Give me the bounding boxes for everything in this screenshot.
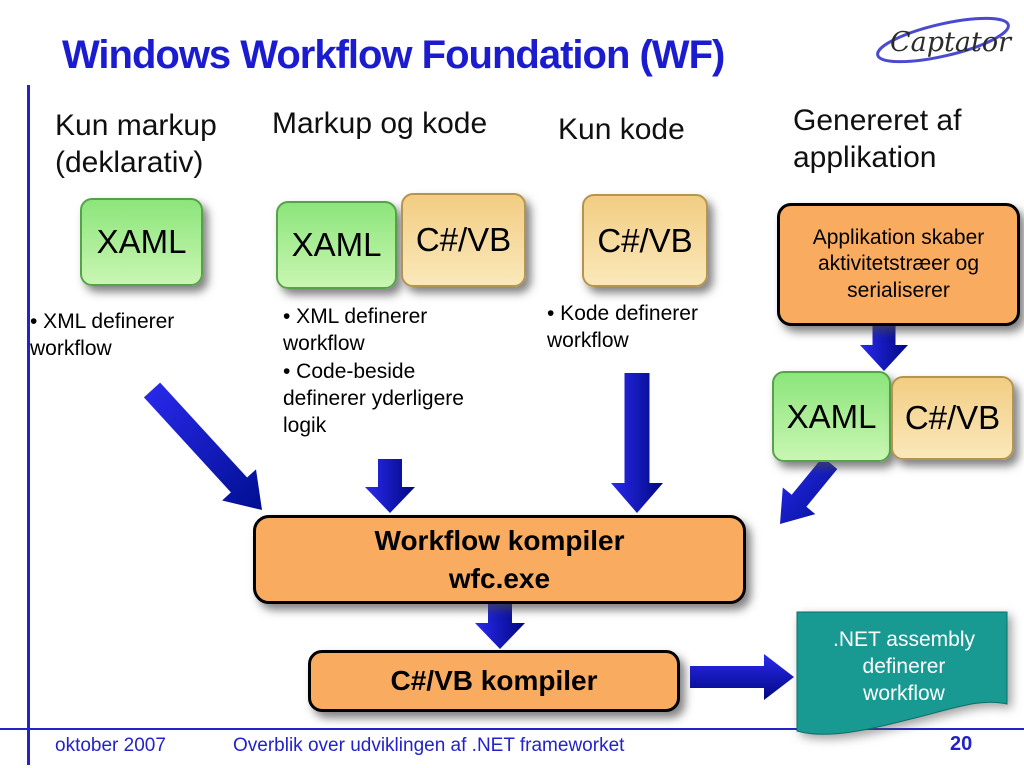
wfc-exe-label: wfc.exe	[448, 562, 551, 594]
bullet-item: • Kode definerer workflow	[547, 302, 698, 353]
application-creates-box: Applikation skaber aktivitetstræer og se…	[777, 203, 1020, 326]
bullets-col1: • XML definerer workflow	[30, 308, 202, 363]
wave-document-icon	[796, 611, 1008, 735]
column-header-kun-markup: Kun markup (deklarativ)	[55, 109, 217, 179]
column-header-markup-og-kode: Markup og kode	[272, 107, 488, 140]
flow-arrow-icon	[365, 459, 415, 513]
left-border-line	[27, 85, 30, 765]
xaml-box-col1: XAML	[80, 198, 203, 286]
workflow-compiler-label: Workflow kompiler	[374, 524, 625, 556]
bullets-col2: • XML definerer workflow • Code-beside d…	[283, 303, 491, 439]
footer-date: oktober 2007	[55, 735, 166, 756]
net-assembly-label: .NET assembly definerer workflow	[833, 628, 975, 705]
footer-divider-line	[0, 728, 1024, 730]
flow-arrow-icon	[780, 457, 838, 524]
flow-arrow-icon	[611, 373, 663, 513]
csvb-compiler-box: C#/VB kompiler	[308, 650, 680, 712]
captator-logo: Captator	[876, 16, 1013, 64]
bullets-col3: • Kode definerer workflow	[547, 300, 729, 355]
csvb-box-col2: C#/VB	[401, 193, 526, 287]
page-title: Windows Workflow Foundation (WF)	[62, 33, 725, 77]
column-header-kun-kode: Kun kode	[558, 113, 685, 146]
xaml-box-generated: XAML	[772, 371, 891, 462]
bullet-item: • XML definerer workflow	[283, 305, 428, 356]
footer-title: Overblik over udviklingen af .NET framew…	[233, 735, 625, 756]
csvb-box-generated: C#/VB	[891, 376, 1014, 460]
bullet-item: • XML definerer workflow	[30, 310, 175, 361]
xaml-box-col2: XAML	[276, 201, 397, 289]
flow-arrow-icon	[143, 382, 262, 510]
logo-ellipse-icon	[876, 16, 1010, 64]
captator-logo-text: Captator	[890, 27, 1013, 58]
bullet-item: • Code-beside definerer yderligere logik	[283, 359, 464, 438]
net-assembly-shape	[796, 611, 1008, 735]
footer-page-number: 20	[950, 733, 973, 755]
column-header-genereret: Genereret af applikation	[793, 104, 962, 174]
csvb-box-col3: C#/VB	[582, 194, 708, 287]
workflow-compiler-box: Workflow kompiler wfc.exe	[253, 515, 746, 604]
flow-arrow-icon	[475, 601, 525, 649]
flow-arrow-icon	[690, 654, 794, 700]
